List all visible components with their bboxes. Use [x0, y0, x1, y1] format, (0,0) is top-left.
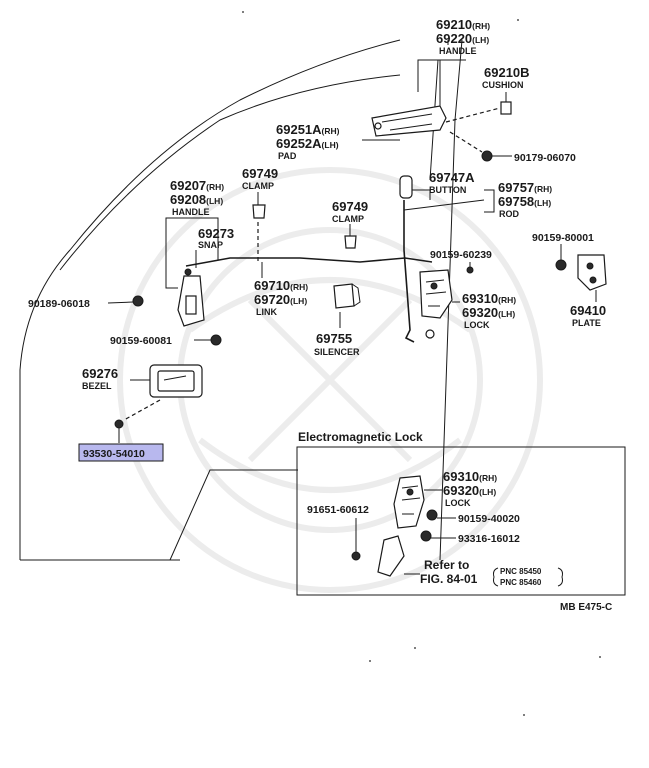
- cushion-part: [500, 101, 512, 115]
- inner-handle: [177, 268, 205, 327]
- inset-screw-b-pn: 90159-40020: [458, 513, 520, 525]
- pad-name: PAD: [278, 151, 297, 161]
- rod-pn2: 69758(LH): [498, 194, 551, 209]
- cushion-pn: 69210B: [484, 65, 530, 80]
- inset-leaders: [355, 489, 456, 575]
- silencer-part: [333, 283, 361, 309]
- handle-outer-pn: 69210(RH): [436, 17, 490, 32]
- link-pn2: 69720(LH): [254, 292, 307, 307]
- outer-handle: [371, 105, 447, 137]
- rod-pn: 69757(RH): [498, 180, 552, 195]
- refer-text-line1: Refer to: [424, 558, 469, 572]
- watermark-emblem: [117, 167, 543, 593]
- plate-part: [555, 254, 607, 291]
- rod-bracket: [403, 189, 495, 213]
- inset-lock-name: LOCK: [445, 498, 471, 508]
- handle-outer-pn2: 69220(LH): [436, 31, 489, 46]
- link-name: LINK: [256, 307, 277, 317]
- rod-name: ROD: [499, 209, 520, 219]
- highlighted-part-number[interactable]: 93530-54010: [83, 448, 145, 460]
- screw-left-pn: 90189-06018: [28, 298, 90, 310]
- button-leader: [412, 189, 431, 200]
- button-pn: 69747A: [429, 170, 475, 185]
- bezel-pn: 69276: [82, 366, 118, 381]
- clamp-mid: [344, 235, 357, 249]
- clamp-upper-pn: 69749: [242, 166, 278, 181]
- footer-code: MB E475-C: [560, 602, 612, 613]
- pnc-brace: [493, 567, 499, 587]
- plate-pn: 69410: [570, 303, 606, 318]
- lock-pn: 69310(RH): [462, 291, 516, 306]
- screw-handle: [210, 334, 222, 346]
- pad-dash: [449, 131, 483, 153]
- snap-pn: 69273: [198, 226, 234, 241]
- silencer-pn: 69755: [316, 331, 352, 346]
- cushion-dash: [445, 107, 501, 123]
- pad-pn2: 69252A(LH): [276, 136, 339, 151]
- button-name: BUTTON: [429, 185, 466, 195]
- screw-handle-pn: 90159-60081: [110, 335, 172, 347]
- cushion-name: CUSHION: [482, 80, 524, 90]
- bezel-dash: [123, 399, 161, 421]
- lock-pn2: 69320(LH): [462, 305, 515, 320]
- door-outline: [19, 39, 449, 561]
- highlight-box: [78, 443, 164, 462]
- scan-specks: [242, 11, 601, 716]
- bezel-part: [149, 364, 203, 398]
- screw-lock-pn: 90159-60239: [430, 249, 492, 261]
- link-rod: [185, 257, 433, 267]
- button-part: [399, 175, 413, 199]
- clamp-upper-name: CLAMP: [242, 181, 274, 191]
- inset-lock-assembly: [351, 475, 438, 577]
- silencer-name: SILENCER: [314, 347, 360, 357]
- inset-screw-a-pn: 91651-60612: [307, 504, 369, 516]
- lock-assembly: [419, 269, 453, 339]
- handle-inner-pn2: 69208(LH): [170, 192, 223, 207]
- pnc-ref-2[interactable]: PNC 85460: [500, 578, 542, 587]
- rod-part: [403, 200, 415, 343]
- handle-inner-name: HANDLE: [172, 207, 210, 217]
- lock-name: LOCK: [464, 320, 490, 330]
- screw-left: [132, 295, 144, 307]
- refer-text-line2[interactable]: FIG. 84-01: [420, 572, 478, 586]
- handle-callout-bracket: [417, 59, 466, 106]
- inner-handle-bracket: [165, 217, 219, 289]
- inset-screw-c-pn: 93316-16012: [458, 533, 520, 545]
- inset-lock-pn2: 69320(LH): [443, 483, 496, 498]
- screw-left-leader: [107, 301, 134, 304]
- screw-highlighted: [114, 419, 124, 429]
- handle-outer-name: HANDLE: [439, 46, 477, 56]
- pnc-ref-1[interactable]: PNC 85450: [500, 567, 542, 576]
- plate-leaders: [560, 244, 597, 302]
- screw-lock: [466, 266, 474, 274]
- handle-inner-pn: 69207(RH): [170, 178, 224, 193]
- screw-plate-pn: 90159-80001: [532, 232, 594, 244]
- plate-name: PLATE: [572, 318, 601, 328]
- inset-frame: [296, 446, 626, 596]
- snap-name: SNAP: [198, 240, 223, 250]
- inset-lock-pn: 69310(RH): [443, 469, 497, 484]
- screw-top: [481, 150, 512, 162]
- link-pn: 69710(RH): [254, 278, 308, 293]
- bezel-name: BEZEL: [82, 381, 112, 391]
- inset-title: Electromagnetic Lock: [298, 430, 423, 444]
- screw-top-pn: 90179-06070: [514, 152, 576, 164]
- clamp-mid-pn: 69749: [332, 199, 368, 214]
- pnc-brace-right: [557, 567, 563, 587]
- clamp-upper: [252, 204, 266, 219]
- pad-pn: 69251A(RH): [276, 122, 340, 137]
- clamp-mid-name: CLAMP: [332, 214, 364, 224]
